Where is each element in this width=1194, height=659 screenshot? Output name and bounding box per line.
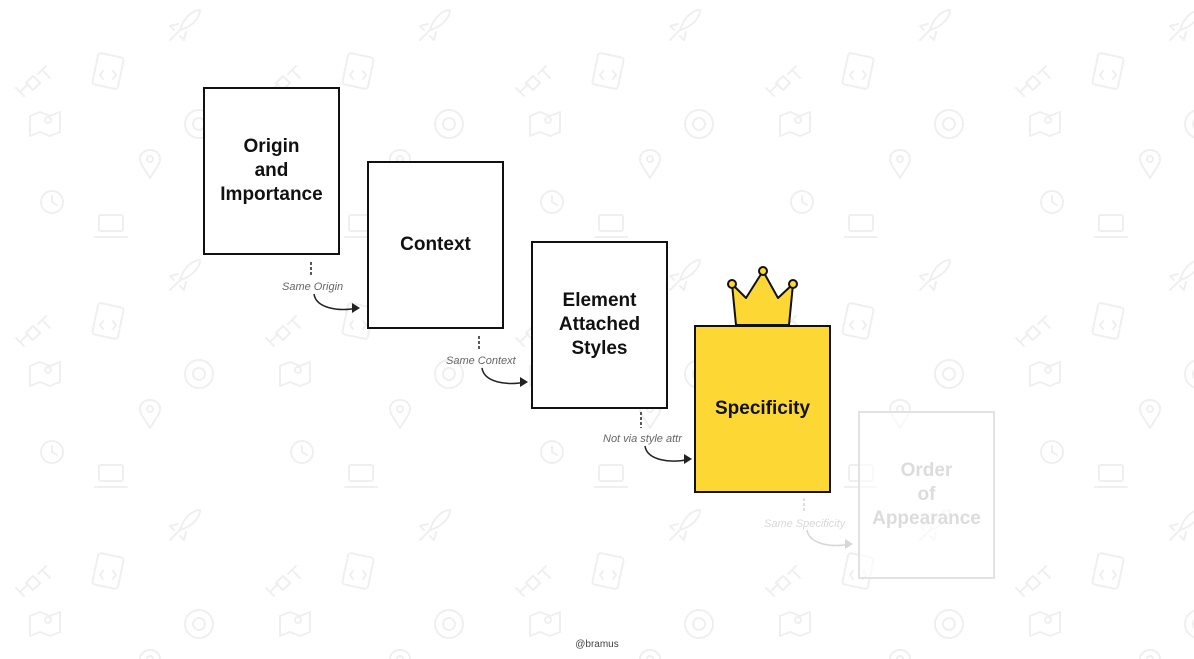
crown-icon <box>727 266 798 326</box>
step-order-of-appearance: Order of Appearance <box>858 411 995 579</box>
step-label: Element Attached Styles <box>558 290 641 359</box>
step-label: Context <box>400 234 471 255</box>
connector-arrow-1 <box>310 262 360 313</box>
connector-label-not-via-style-attr: Not via style attr <box>603 433 682 445</box>
step-context: Context <box>367 161 504 329</box>
step-origin-and-importance: Origin and Importance <box>203 87 340 255</box>
step-label: Order of Appearance <box>872 460 981 529</box>
connector-label-same-context: Same Context <box>446 355 516 367</box>
connector-label-same-origin: Same Origin <box>282 281 344 293</box>
step-element-attached-styles: Element Attached Styles <box>531 241 668 409</box>
step-specificity: Specificity <box>694 325 831 493</box>
connector-arrow-4 <box>803 498 853 549</box>
footer-credit: @bramus <box>575 639 619 650</box>
connector-arrow-3 <box>640 412 692 464</box>
step-label: Origin and Importance <box>220 136 323 205</box>
connector-arrow-2 <box>478 336 528 387</box>
connector-label-same-specificity: Same Specificity <box>764 518 846 530</box>
step-label: Specificity <box>714 398 811 419</box>
